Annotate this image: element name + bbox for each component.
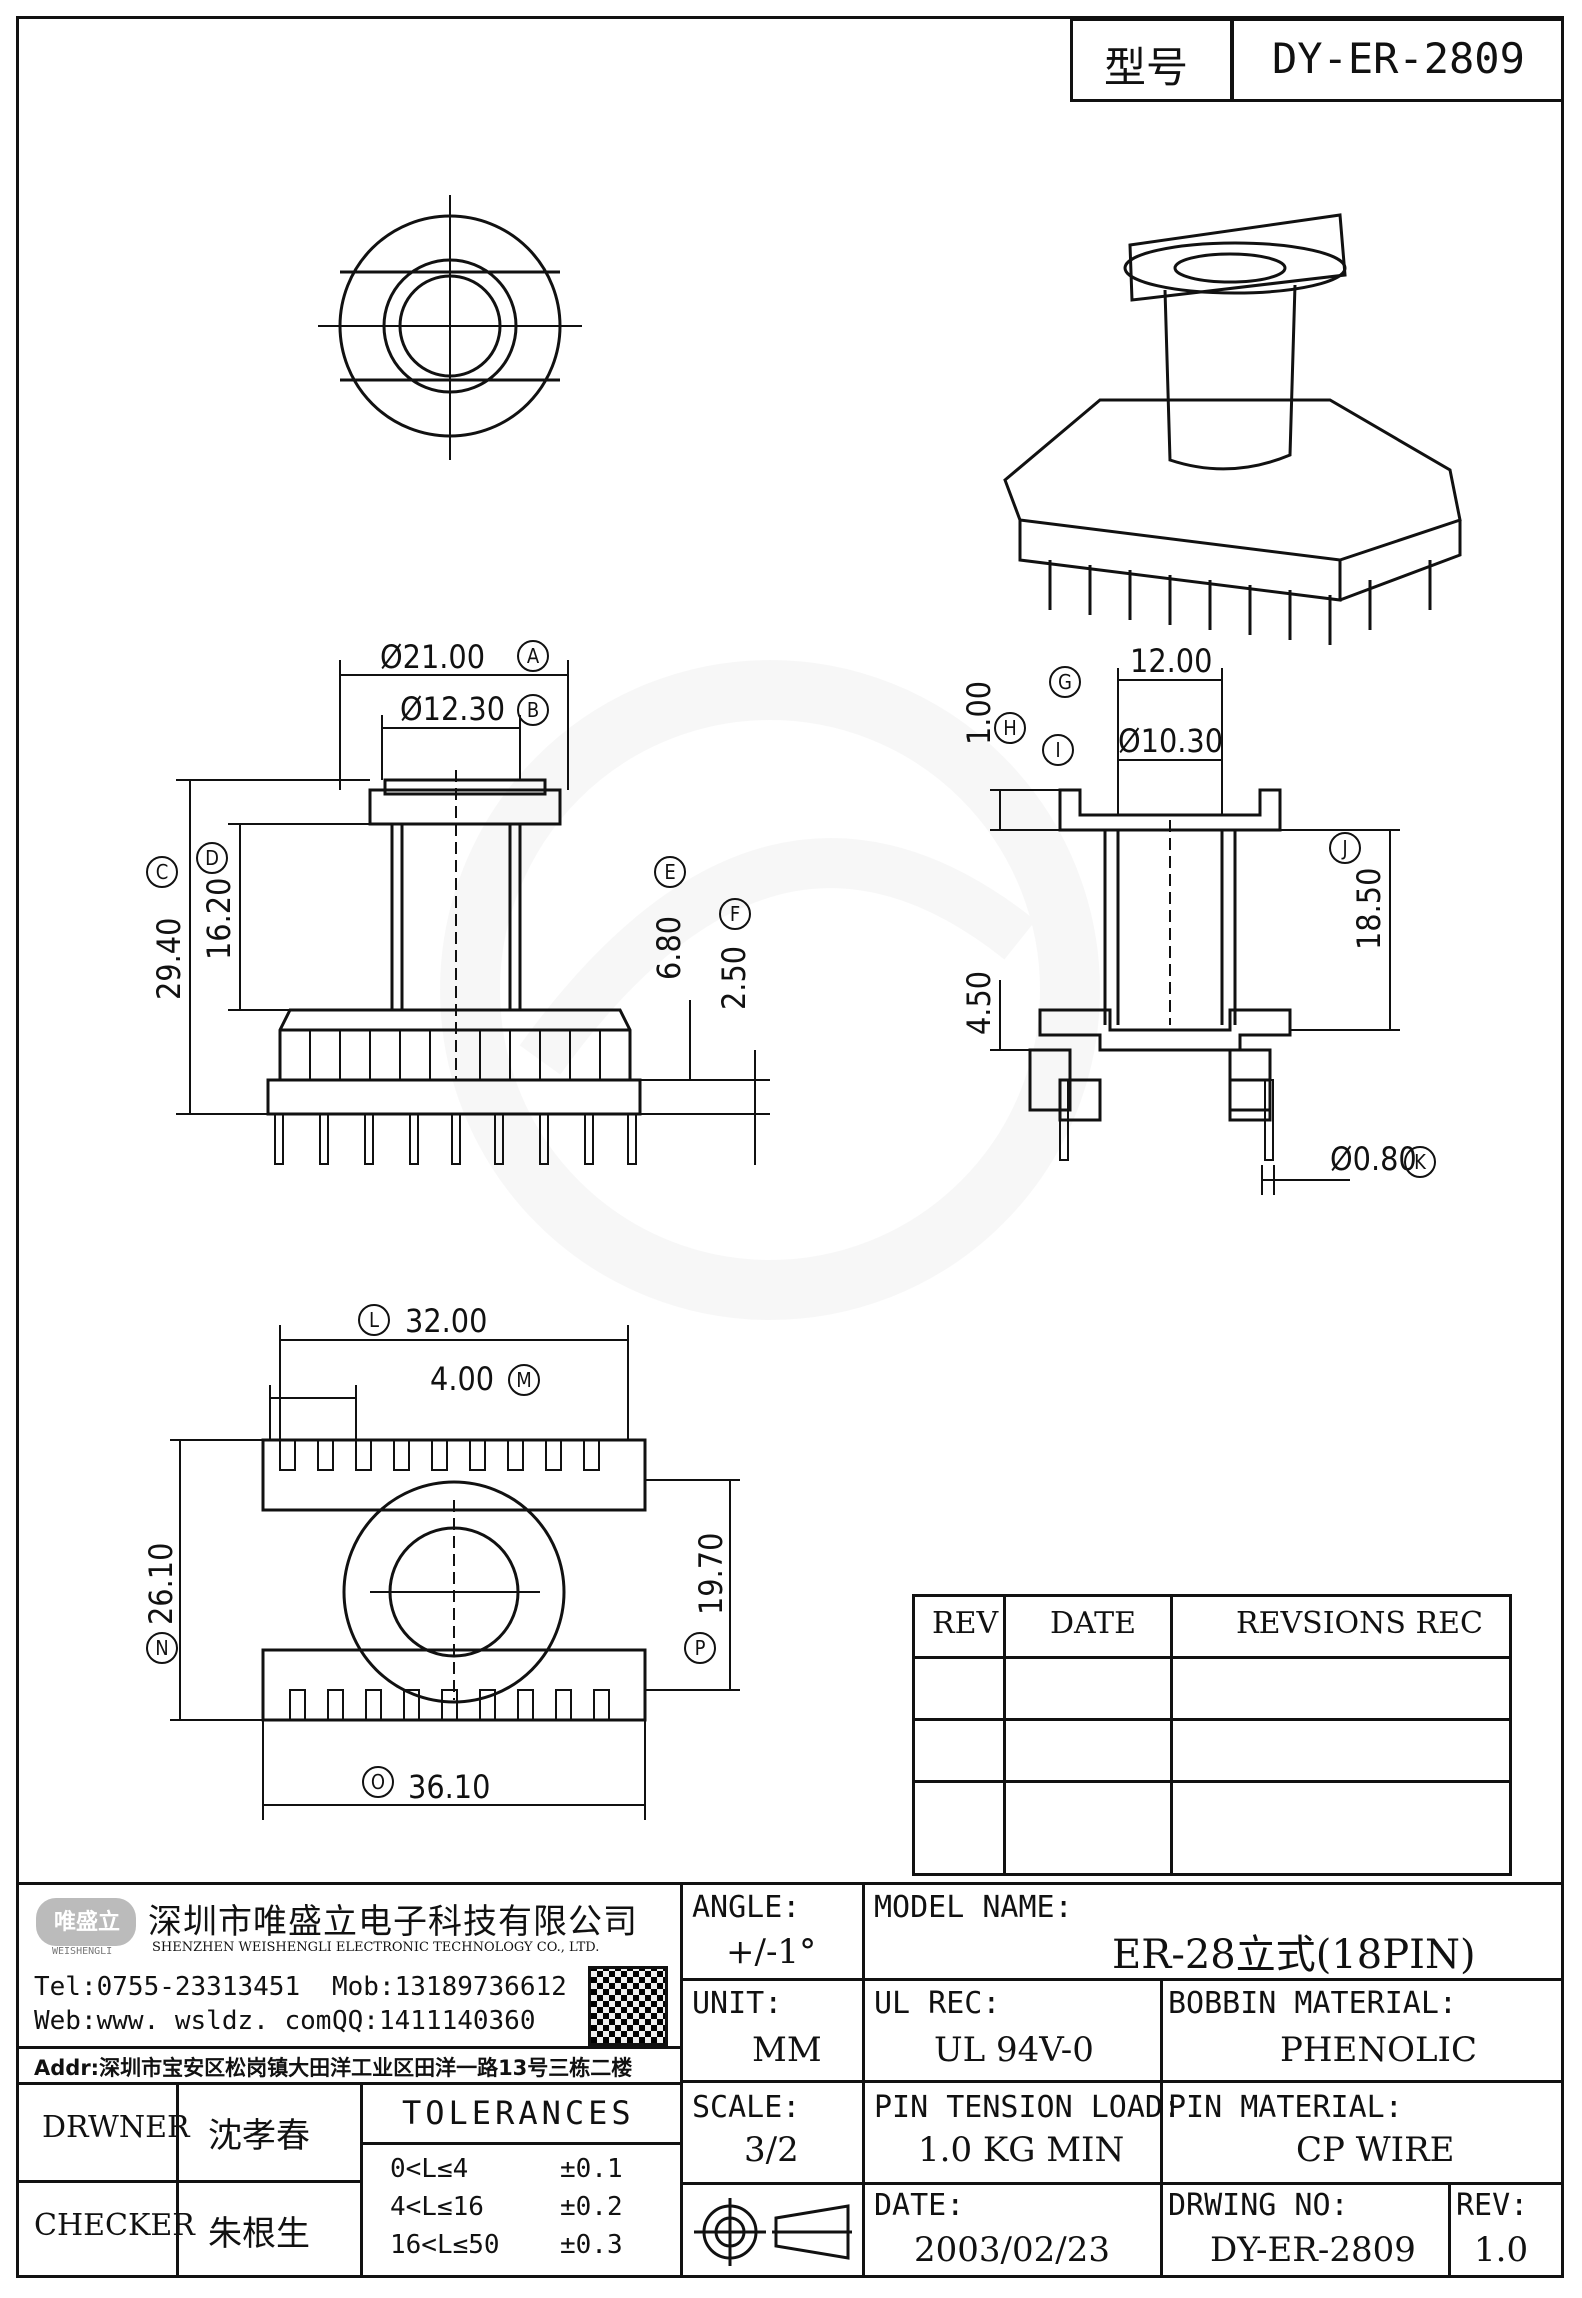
company-mob: Mob:13189736612	[332, 1972, 567, 2002]
top-view	[318, 195, 582, 460]
angle-value: +/-1°	[726, 1932, 817, 1972]
callout-p: P	[695, 1636, 706, 1660]
rev-label: REV:	[1456, 2188, 1529, 2223]
company-qq: QQ:1411140360	[332, 2006, 536, 2036]
ul-label: UL REC:	[874, 1986, 1001, 2021]
tolerance-value-3: ±0.3	[560, 2230, 623, 2260]
date-value: 2003/02/23	[914, 2230, 1110, 2270]
callout-e: E	[664, 860, 675, 884]
dim-h: 1.00	[960, 681, 998, 745]
company-address: Addr:深圳市宝安区松岗镇大田洋工业区田洋一路13号三栋二楼	[34, 2056, 633, 2080]
pin-tension-value: 1.0 KG MIN	[918, 2130, 1125, 2170]
model-value-cell	[1230, 18, 1564, 102]
callout-o: O	[371, 1770, 385, 1794]
callout-g: G	[1058, 670, 1072, 694]
callout-f: F	[730, 902, 740, 926]
company-logo-sub: WEISHENGLI	[52, 1946, 113, 1957]
unit-value: MM	[752, 2030, 822, 2070]
unit-label: UNIT:	[692, 1986, 783, 2021]
pin-material-value: CP WIRE	[1296, 2130, 1455, 2170]
callout-l: L	[369, 1308, 379, 1332]
side-view	[990, 668, 1400, 1195]
drawing-no-value: DY-ER-2809	[1210, 2230, 1416, 2270]
drawer-name: 沈孝春	[208, 2116, 310, 2156]
dim-e: 6.80	[650, 916, 688, 980]
rev-header-date: DATE	[1050, 1606, 1136, 1641]
checker-label: CHECKER	[34, 2208, 195, 2243]
dim-j: 18.50	[1350, 868, 1388, 950]
pin-tension-label: PIN TENSION LOAD:	[874, 2090, 1182, 2125]
company-name-cn: 深圳市唯盛立电子科技有限公司	[148, 1902, 638, 1942]
callout-j: J	[1341, 836, 1347, 860]
company-logo-icon	[36, 1898, 136, 1946]
callout-a: A	[527, 644, 540, 668]
pin-material-label: PIN MATERIAL:	[1168, 2090, 1403, 2125]
dim-b: Ø12.30	[400, 690, 505, 728]
dim-o: 36.10	[408, 1768, 490, 1806]
model-label: 型号	[1104, 43, 1189, 92]
tolerance-value-1: ±0.1	[560, 2154, 623, 2184]
technical-drawing: Ø21.00 Ø12.30 29.40 16.20 6.80 2.50 12.0…	[142, 195, 1462, 1820]
rev-header-rev: REV	[932, 1606, 999, 1641]
model-number: DY-ER-2809	[1272, 34, 1525, 83]
bobbin-material-label: BOBBIN MATERIAL:	[1168, 1986, 1457, 2021]
rev-value: 1.0	[1474, 2230, 1529, 2270]
callout-h: H	[1003, 716, 1017, 740]
date-label: DATE:	[874, 2188, 965, 2223]
projection-symbol-icon	[694, 2198, 852, 2266]
callout-m: M	[516, 1368, 532, 1392]
model-name-value: ER-28立式(18PIN)	[1112, 1932, 1476, 1978]
callout-c: C	[156, 860, 169, 884]
company-name-en: SHENZHEN WEISHENGLI ELECTRONIC TECHNOLOG…	[152, 1940, 600, 1955]
dim-g: 12.00	[1130, 642, 1212, 680]
callout-d: D	[205, 846, 219, 870]
tolerance-range-1: 0<L≤4	[390, 2154, 469, 2184]
callout-k: K	[1414, 1150, 1427, 1174]
isometric-view	[1003, 213, 1462, 645]
dim-i: Ø10.30	[1118, 722, 1223, 760]
dim-h2: 4.50	[960, 971, 998, 1035]
qr-code-icon	[588, 1966, 668, 2046]
ul-value: UL 94V-0	[934, 2030, 1094, 2070]
drawer-label: DRWNER	[42, 2110, 190, 2145]
bobbin-material-value: PHENOLIC	[1280, 2030, 1477, 2070]
tolerance-range-3: 16<L≤50	[390, 2230, 500, 2260]
angle-label: ANGLE:	[692, 1890, 801, 1925]
checker-name: 朱根生	[208, 2214, 310, 2254]
tolerances-label: TOLERANCES	[402, 2094, 635, 2132]
scale-label: SCALE:	[692, 2090, 801, 2125]
callout-i: I	[1055, 738, 1060, 762]
dim-d: 16.20	[200, 878, 238, 960]
drawing-no-label: DRWING NO:	[1168, 2188, 1349, 2223]
dim-f: 2.50	[715, 946, 753, 1010]
dim-c: 29.40	[150, 918, 188, 1000]
dim-m: 4.00	[430, 1360, 494, 1398]
front-view	[176, 660, 770, 1165]
dim-p: 19.70	[692, 1533, 730, 1615]
dim-n: 26.10	[142, 1543, 180, 1625]
company-web: Web:www. wsldz. com	[34, 2006, 332, 2036]
tolerance-value-2: ±0.2	[560, 2192, 623, 2222]
tolerance-range-2: 4<L≤16	[390, 2192, 484, 2222]
model-name-label: MODEL NAME:	[874, 1890, 1073, 1925]
drawing-sheet	[16, 16, 1564, 2278]
callout-b: B	[527, 698, 539, 722]
bottom-view	[170, 1325, 740, 1820]
watermark-logo-icon	[440, 660, 1100, 1320]
dim-k: Ø0.80	[1330, 1140, 1417, 1178]
callout-n: N	[155, 1636, 168, 1660]
rev-header-rec: REVSIONS REC	[1236, 1606, 1483, 1641]
dim-l: 32.00	[405, 1302, 487, 1340]
dim-a: Ø21.00	[380, 638, 485, 676]
company-logo-text: 唯盛立	[54, 1910, 121, 1935]
scale-value: 3/2	[744, 2130, 799, 2170]
company-tel: Tel:0755-23313451	[34, 1972, 301, 2002]
